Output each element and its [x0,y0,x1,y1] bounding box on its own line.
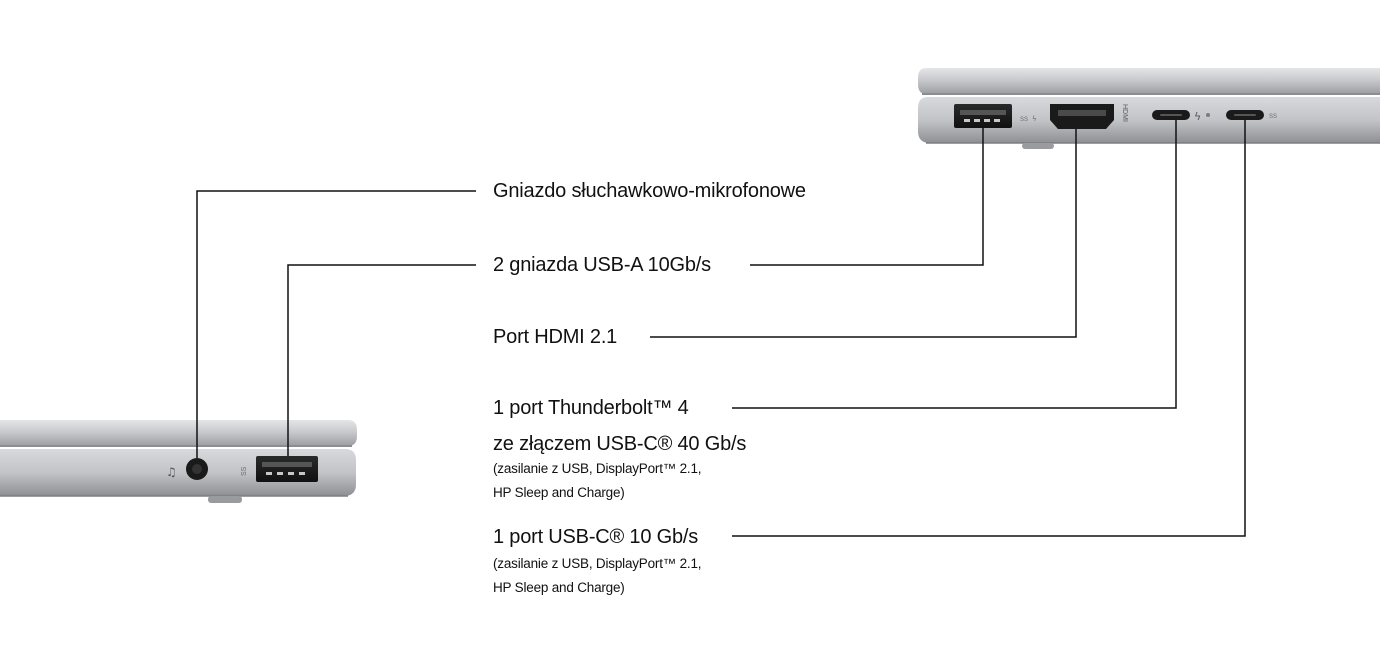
leader-lines [196,120,1246,537]
charging-led-icon [1206,113,1210,117]
laptop-left-side: ♫ SS [0,420,357,503]
right-usb-c-marking: SS [1269,114,1277,120]
hdmi-marking: HDMI [1121,104,1128,122]
leader-usbc [732,120,1246,537]
laptop-right-foot [1022,143,1054,149]
laptop-left-foot [208,496,242,503]
left-usb-a-marking: SS [241,466,248,476]
leader-headphone [196,190,476,458]
leader-thunderbolt [732,120,1177,409]
label-hdmi: Port HDMI 2.1 [493,326,618,348]
leader-usba-right [750,128,984,266]
leader-hdmi [650,129,1077,338]
laptop-right-base [918,97,1380,143]
laptop-left-lid [0,420,357,446]
note-thunderbolt-1: (zasilanie z USB, DisplayPort™ 2.1, [493,461,702,476]
label-thunderbolt-connector: ze złączem USB-C® 40 Gb/s [493,433,747,455]
right-usb-a-marking: SS [1020,117,1028,123]
hdmi-port [1050,104,1114,129]
leader-usba-left [287,264,476,456]
label-thunderbolt: 1 port Thunderbolt™ 4 [493,397,689,419]
thunderbolt-icon: ϟ [1194,110,1201,123]
note-usb-c-1: (zasilanie z USB, DisplayPort™ 2.1, [493,556,702,571]
right-usb-a-port [954,104,1012,128]
note-usb-c-2: HP Sleep and Charge) [493,580,625,595]
laptop-right-lid [918,68,1380,94]
right-usb-a-charge-mark: ϟ [1032,115,1037,123]
left-usb-a-port [256,456,318,482]
headphone-icon: ♫ [166,465,177,479]
laptop-right-side: SS ϟ HDMI ϟ SS [918,68,1380,149]
label-usb-a: 2 gniazda USB-A 10Gb/s [493,254,711,276]
note-thunderbolt-2: HP Sleep and Charge) [493,485,625,500]
label-headphone-jack: Gniazdo słuchawkowo-mikrofonowe [493,180,806,202]
label-usb-c: 1 port USB-C® 10 Gb/s [493,526,699,548]
